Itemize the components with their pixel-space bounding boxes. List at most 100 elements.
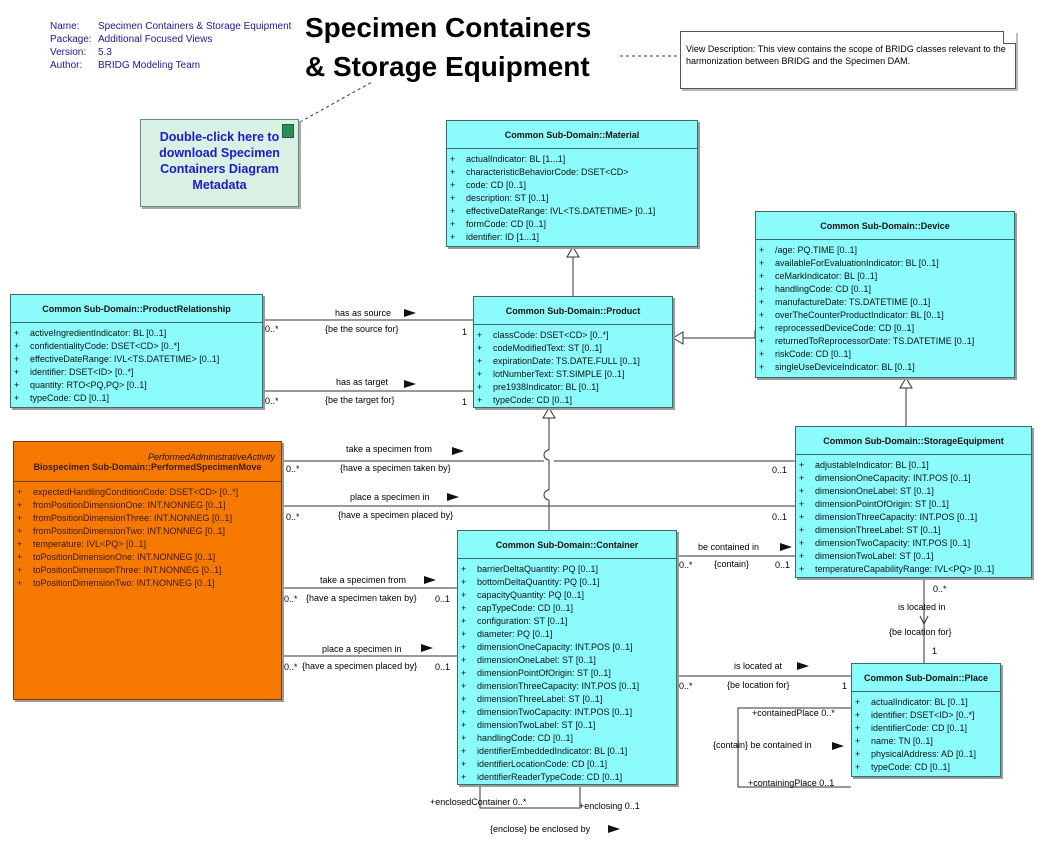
visibility-public-icon: + bbox=[461, 629, 467, 639]
attribute-text: activeIngredientIndicator: BL [0..1] bbox=[30, 328, 167, 338]
assoc-label: {contain} bbox=[714, 559, 750, 569]
view-description-note: View Description: This view contains the… bbox=[680, 31, 1016, 89]
visibility-public-icon: + bbox=[14, 393, 20, 403]
attribute-list: +classCode: DSET<CD> [0..*]+codeModified… bbox=[474, 325, 672, 407]
multiplicity: 0..* bbox=[265, 324, 279, 334]
class-attribute: +temperature: IVL<PQ> [0..1] bbox=[14, 538, 281, 551]
attribute-text: dimensionThreeCapacity: INT.POS [0..1] bbox=[477, 681, 640, 691]
visibility-public-icon: + bbox=[759, 349, 765, 359]
visibility-public-icon: + bbox=[799, 512, 805, 522]
class-attribute: + dimensionTwoCapacity: INT.POS [0..1] bbox=[458, 706, 676, 719]
visibility-public-icon: + bbox=[450, 154, 456, 164]
class-attribute: +physicalAddress: AD [0..1] bbox=[852, 748, 1000, 761]
attribute-text: fromPositionDimensionTwo: INT.NONNEG [0.… bbox=[33, 526, 226, 536]
class-attribute: +fromPositionDimensionOne: INT.NONNEG [0… bbox=[14, 499, 281, 512]
class-attribute: +typeCode: CD [0..1] bbox=[474, 394, 672, 407]
class-device[interactable]: Common Sub-Domain::Device +/age: PQ.TIME… bbox=[755, 211, 1015, 378]
role-label: +containingPlace 0..1 bbox=[748, 778, 835, 788]
class-attribute: +handlingCode: CD [0..1] bbox=[458, 732, 676, 745]
visibility-public-icon: + bbox=[461, 746, 467, 756]
visibility-public-icon: + bbox=[461, 681, 467, 691]
class-attribute: + identifierEmbeddedIndicator: BL [0..1] bbox=[458, 745, 676, 758]
class-attribute: + dimensionThreeCapacity: INT.POS [0..1] bbox=[458, 680, 676, 693]
attribute-text: capTypeCode: CD [0..1] bbox=[477, 603, 574, 613]
class-attribute: +reprocessedDeviceCode: CD [0..1] bbox=[756, 322, 1014, 335]
attribute-text: temperature: IVL<PQ> [0..1] bbox=[33, 539, 147, 549]
class-attribute: + capTypeCode: CD [0..1] bbox=[458, 602, 676, 615]
attribute-text: adjustableIndicator: BL [0..1] bbox=[815, 460, 929, 470]
class-product-relationship[interactable]: Common Sub-Domain::ProductRelationship +… bbox=[10, 294, 263, 408]
visibility-public-icon: + bbox=[759, 284, 765, 294]
attribute-text: dimensionOneLabel: ST [0..1] bbox=[477, 655, 596, 665]
attribute-text: effectiveDateRange: IVL<TS.DATETIME> [0.… bbox=[30, 354, 220, 364]
visibility-public-icon: + bbox=[855, 723, 861, 733]
download-metadata-link[interactable]: Double-click here to download Specimen C… bbox=[140, 119, 299, 207]
attribute-text: dimensionTwoCapacity: INT.POS [0..1] bbox=[477, 707, 633, 717]
visibility-public-icon: + bbox=[477, 343, 483, 353]
class-attribute: +activeIngredientIndicator: BL [0..1] bbox=[11, 327, 262, 340]
class-attribute: +dimensionOneLabel: ST [0..1] bbox=[796, 485, 1031, 498]
attribute-text: identifierEmbeddedIndicator: BL [0..1] bbox=[477, 746, 628, 756]
class-attribute: +description: ST [0..1] bbox=[447, 192, 697, 205]
attribute-list: +actualIndicator: BL [0..1]+identifier: … bbox=[852, 692, 1000, 774]
attribute-text: identifier: DSET<ID> [0..*] bbox=[871, 710, 975, 720]
visibility-public-icon: + bbox=[799, 525, 805, 535]
visibility-public-icon: + bbox=[461, 642, 467, 652]
assoc-container-self bbox=[479, 785, 581, 809]
visibility-public-icon: + bbox=[461, 564, 467, 574]
multiplicity: 0..* bbox=[284, 662, 298, 672]
visibility-public-icon: + bbox=[450, 206, 456, 216]
attribute-text: temperatureCapabilityRange: IVL<PQ> [0..… bbox=[815, 564, 995, 574]
attribute-text: identifier: ID [1...1] bbox=[466, 232, 540, 242]
assoc-label: {be the source for} bbox=[325, 324, 399, 334]
class-attribute: +ceMarkIndicator: BL [0..1] bbox=[756, 270, 1014, 283]
class-material[interactable]: Common Sub-Domain::Material + actualIndic… bbox=[446, 120, 698, 247]
visibility-public-icon: + bbox=[799, 499, 805, 509]
visibility-public-icon: + bbox=[759, 362, 765, 372]
visibility-public-icon: + bbox=[461, 707, 467, 717]
diagram-metadata: Name:Specimen Containers & Storage Equip… bbox=[50, 20, 291, 72]
class-attribute: +identifierLocationCode: CD [0..1] bbox=[458, 758, 676, 771]
visibility-public-icon: + bbox=[450, 180, 456, 190]
attribute-text: typeCode: CD [0..1] bbox=[871, 762, 951, 772]
attribute-text: actualIndicator: BL [1...1] bbox=[466, 154, 566, 164]
assoc-label: {be the target for} bbox=[325, 395, 395, 405]
class-attribute: +overTheCounterProductIndicator: BL [0..… bbox=[756, 309, 1014, 322]
class-product[interactable]: Common Sub-Domain::Product +classCode: D… bbox=[473, 296, 673, 408]
class-performed-specimen-move[interactable]: PerformedAdministrativeActivity Biospeci… bbox=[13, 441, 282, 700]
class-attribute: +identifier: DSET<ID> [0..*] bbox=[852, 709, 1000, 722]
class-attribute: +dimensionTwoLabel: ST [0..1] bbox=[796, 550, 1031, 563]
attribute-text: fromPositionDimensionThree: INT.NONNEG [… bbox=[33, 513, 233, 523]
attribute-text: dimensionTwoLabel: ST [0..1] bbox=[815, 551, 934, 561]
class-storage-equipment[interactable]: Common Sub-Domain::StorageEquipment +adj… bbox=[795, 426, 1032, 578]
meta-author: BRIDG Modeling Team bbox=[98, 60, 201, 71]
class-attribute: +dimensionOneLabel: ST [0..1] bbox=[458, 654, 676, 667]
attribute-text: manufactureDate: TS.DATETIME [0..1] bbox=[775, 297, 931, 307]
visibility-public-icon: + bbox=[461, 616, 467, 626]
class-attribute: +handlingCode: CD [0..1] bbox=[756, 283, 1014, 296]
class-title: Common Sub-Domain::Place bbox=[863, 672, 988, 683]
attribute-list: +adjustableIndicator: BL [0..1]+dimensio… bbox=[796, 455, 1031, 576]
multiplicity: 0..* bbox=[933, 584, 947, 594]
class-title: Common Sub-Domain::Material bbox=[504, 129, 640, 140]
visibility-public-icon: + bbox=[461, 720, 467, 730]
class-attribute: +typeCode: CD [0..1] bbox=[852, 761, 1000, 774]
attribute-text: dimensionThreeCapacity: INT.POS [0..1] bbox=[815, 512, 978, 522]
assoc-label: take a specimen from bbox=[346, 444, 433, 454]
attribute-text: toPositionDimensionTwo: INT.NONNEG [0..1… bbox=[33, 578, 215, 588]
visibility-public-icon: + bbox=[799, 473, 805, 483]
class-attribute: +fromPositionDimensionTwo: INT.NONNEG [0… bbox=[14, 525, 281, 538]
class-attribute: +capacityQuantity: PQ [0..1] bbox=[458, 589, 676, 602]
visibility-public-icon: + bbox=[799, 538, 805, 548]
meta-name-key: Name: bbox=[50, 21, 80, 32]
visibility-public-icon: + bbox=[461, 694, 467, 704]
class-attribute: +dimensionOneCapacity: INT.POS [0..1] bbox=[458, 641, 676, 654]
visibility-public-icon: + bbox=[477, 395, 483, 405]
class-container[interactable]: Common Sub-Domain::Container +barrierDel… bbox=[457, 530, 677, 785]
visibility-public-icon: + bbox=[14, 354, 20, 364]
visibility-public-icon: + bbox=[14, 367, 20, 377]
attribute-text: returnedToReprocessorDate: TS.DATETIME [… bbox=[775, 336, 975, 346]
class-place[interactable]: Common Sub-Domain::Place +actualIndicato… bbox=[851, 663, 1001, 777]
assoc-label: {contain} be contained in bbox=[713, 740, 812, 750]
visibility-public-icon: + bbox=[461, 603, 467, 613]
